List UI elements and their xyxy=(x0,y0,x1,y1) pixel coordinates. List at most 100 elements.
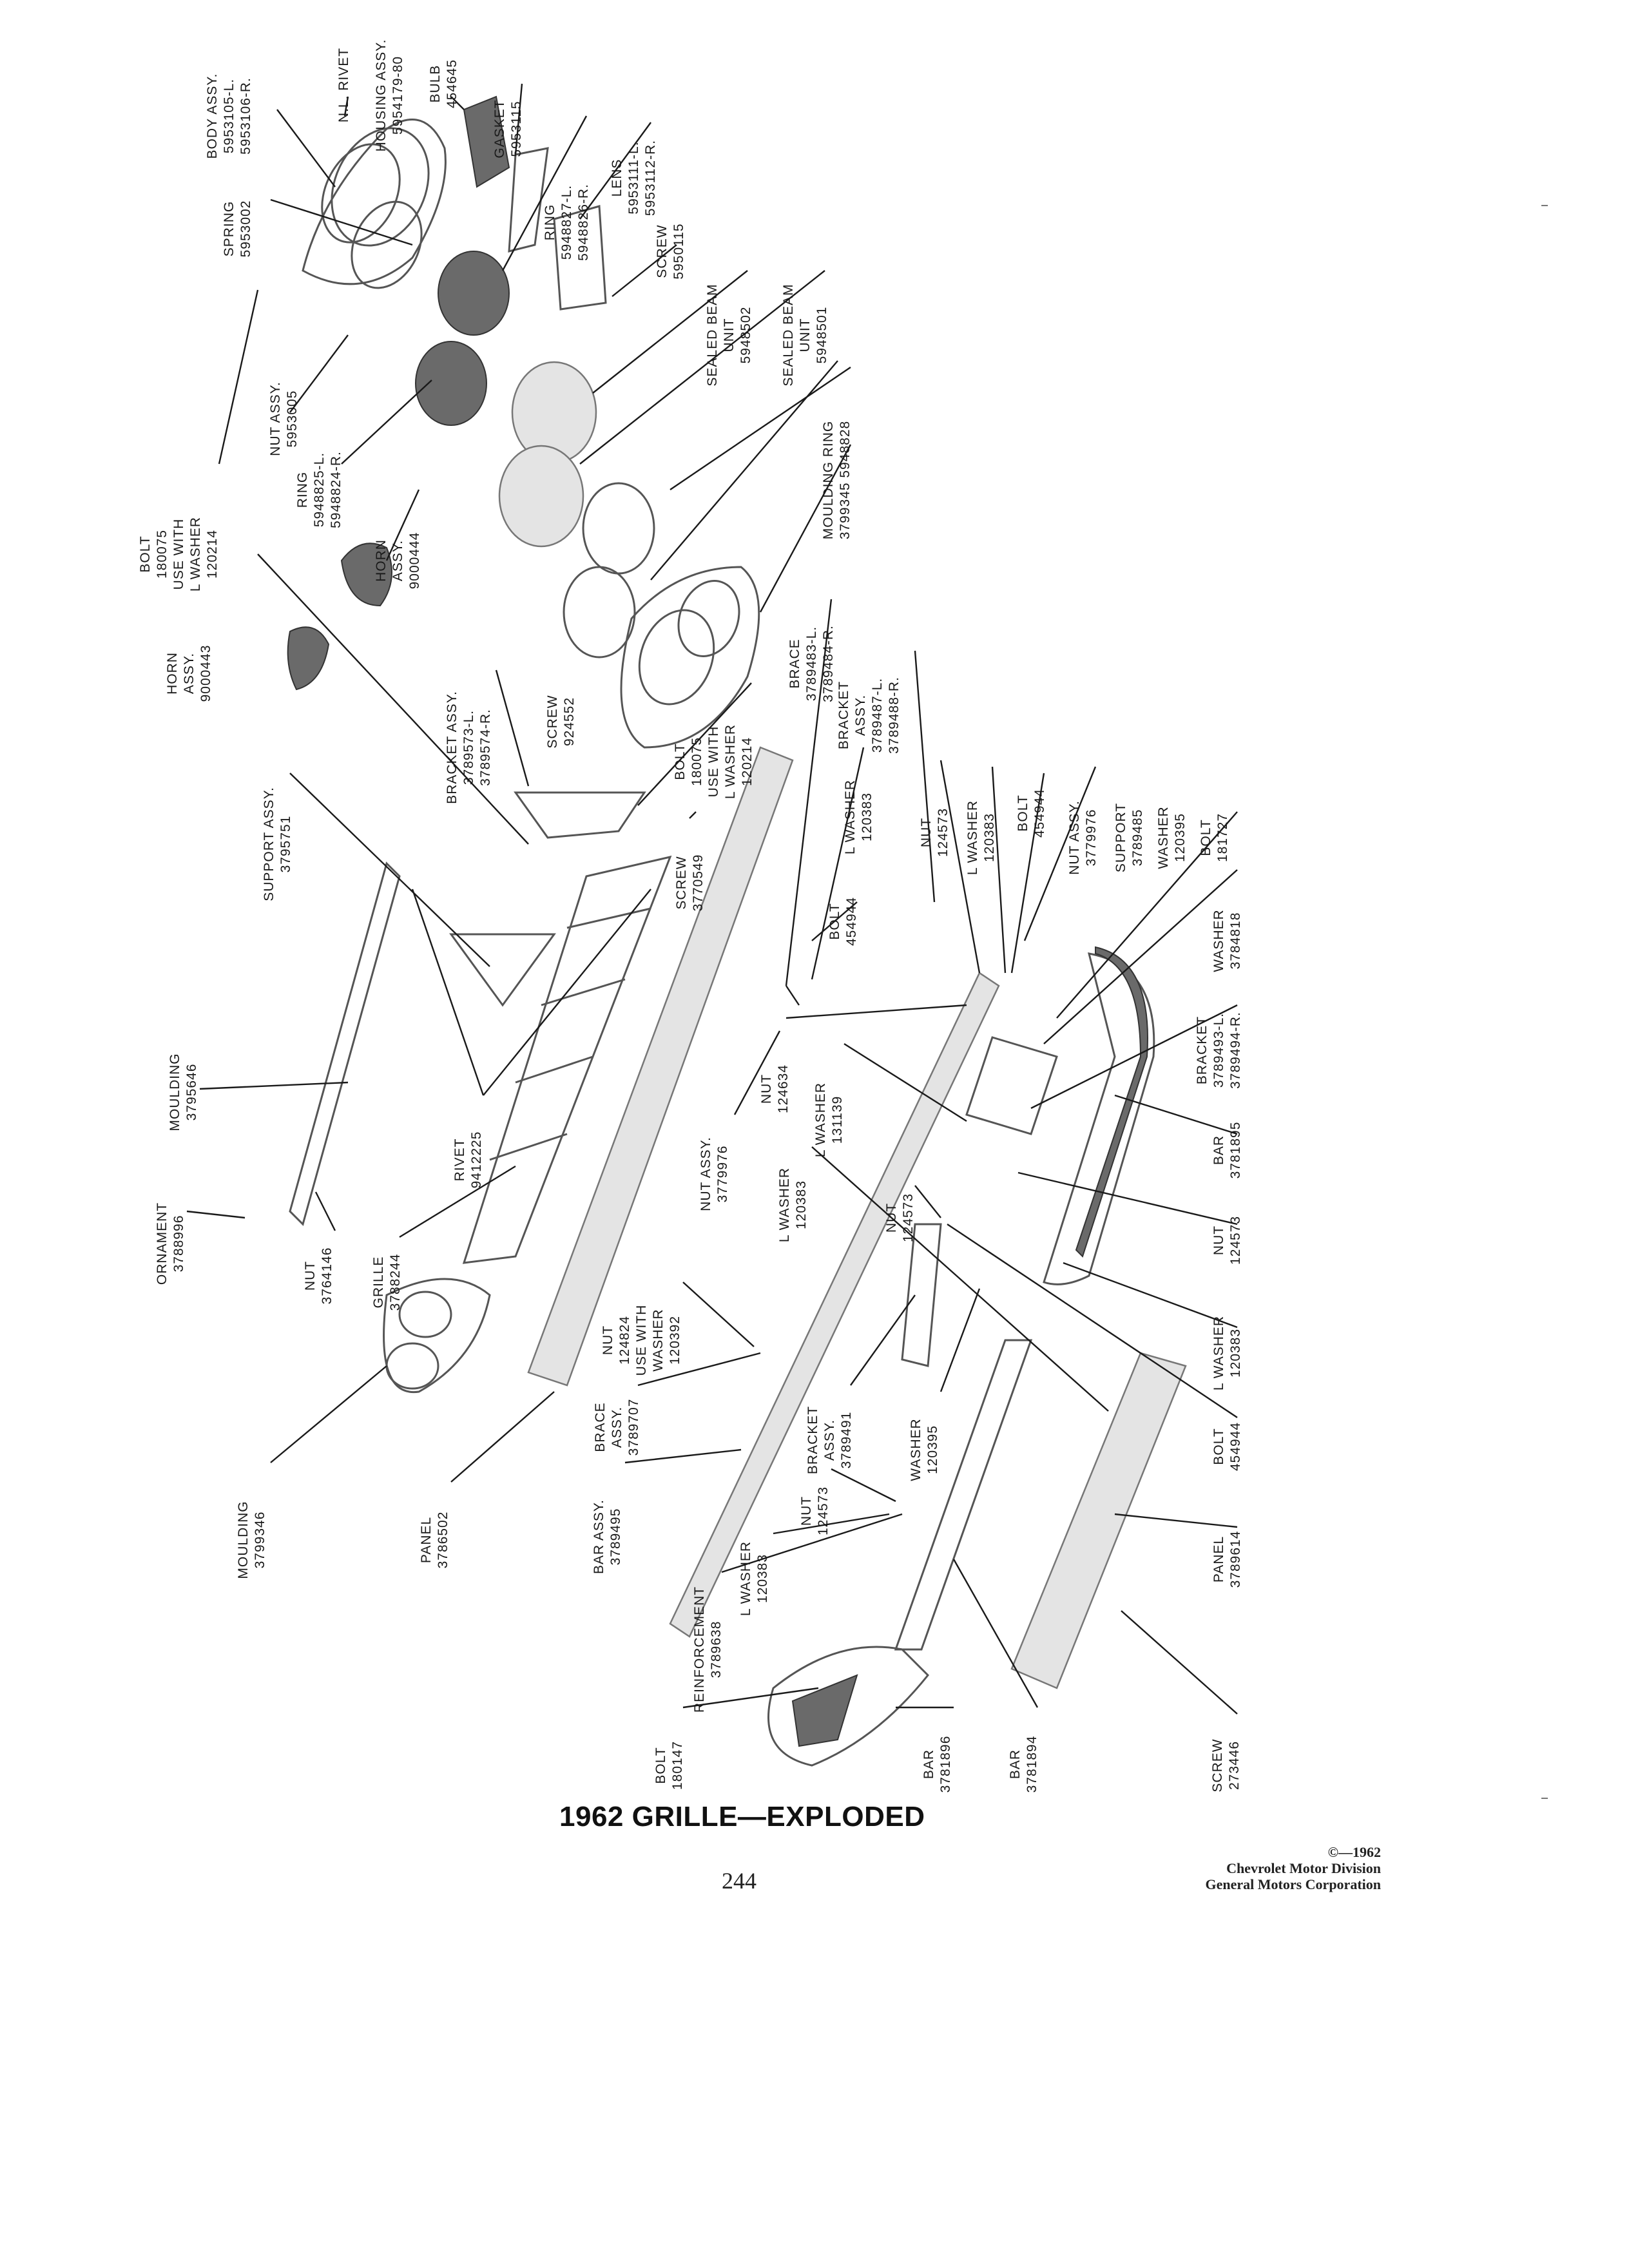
callout-label-line: USE WITH xyxy=(706,726,721,798)
callout-label-line: WASHER xyxy=(909,1418,923,1481)
callout-label-line: N.L. RIVET xyxy=(336,48,351,122)
callout-label-line: ASSY. xyxy=(853,695,868,736)
callout-label-line: 3789614 xyxy=(1228,1531,1243,1588)
callout-label-line: 120383 xyxy=(1228,1329,1243,1378)
moulding-ring-a-drawing xyxy=(582,482,655,575)
callout-label-line: BAR xyxy=(1211,1135,1226,1165)
callout-label-line: L WASHER xyxy=(1211,1316,1226,1390)
callout-label-line: 180075 xyxy=(155,530,169,579)
callout-label-line: BULB xyxy=(428,65,443,103)
callout-label-line: 5948827-L. xyxy=(559,185,574,260)
callout-label-line: 5954179-80 xyxy=(390,56,405,135)
callout-label-bracket-assy-3789573: BRACKET ASSY.3789573-L.3789574-R. xyxy=(445,691,493,804)
callout-label-line: 124634 xyxy=(776,1064,791,1113)
callout-label-line: L WASHER xyxy=(723,724,738,799)
callout-label-line: L WASHER xyxy=(813,1082,828,1157)
callout-label-line: 454944 xyxy=(1228,1422,1243,1471)
ring-upper-b-drawing xyxy=(415,341,487,426)
callout-label-line: SPRING xyxy=(222,201,236,257)
moulding-ring-b-drawing xyxy=(563,566,636,658)
callout-label-line: 3781896 xyxy=(938,1736,953,1793)
callout-label-line: 454944 xyxy=(1032,789,1047,838)
callout-label-line: 3799345 5948828 xyxy=(838,421,853,539)
callout-label-line: 3789484-R. xyxy=(821,625,836,702)
callout-label-line: PANEL xyxy=(1211,1536,1226,1582)
callout-label-line: 5953005 xyxy=(285,390,300,448)
support-assy-drawing xyxy=(449,933,556,1007)
callout-label-line: REINFORCEMENT xyxy=(692,1586,707,1713)
callout-label-line: 124573 xyxy=(816,1486,831,1535)
callout-label-line: ASSY. xyxy=(822,1419,837,1461)
callout-label-line: WASHER xyxy=(1211,909,1226,972)
callout-label-line: L WASHER xyxy=(965,800,980,875)
callout-label-line: L WASHER xyxy=(188,517,203,591)
callout-label-line: NUT xyxy=(919,818,934,847)
callout-label-line: 5950115 xyxy=(671,223,686,279)
callout-label-line: 3779976 xyxy=(1084,809,1099,867)
callout-label-line: 120214 xyxy=(740,737,755,786)
callout-label-line: BODY ASSY. xyxy=(205,73,220,159)
copyright-block: ©—1962 Chevrolet Motor Division General … xyxy=(1206,1844,1382,1892)
callout-label-line: 120383 xyxy=(982,813,997,862)
callout-label-body-assy: BODY ASSY.5953105-L.5953106-R. xyxy=(205,73,253,159)
callout-label-line: 3781894 xyxy=(1025,1736,1039,1793)
callout-label-line: 124573 xyxy=(936,808,950,857)
callout-label-line: 120383 xyxy=(755,1554,770,1603)
callout-label-line: 5948501 xyxy=(815,307,829,364)
callout-label-line: BRACKET xyxy=(805,1406,820,1474)
housing-assy-drawing xyxy=(463,95,549,253)
callout-label-line: RING xyxy=(295,472,310,508)
figure-caption: 1962 GRILLE—EXPLODED xyxy=(559,1801,925,1832)
callout-label-line: 3788996 xyxy=(171,1215,186,1273)
callout-label-line: UNIT xyxy=(798,318,813,352)
callout-label-line: ASSY. xyxy=(182,653,197,694)
callout-label-line: 5948825-L. xyxy=(312,452,327,527)
callout-label-line: 3799346 xyxy=(253,1512,267,1569)
lens-drawing xyxy=(553,205,607,311)
callout-label-line: BOLT xyxy=(827,903,842,939)
callout-label-line: 9000444 xyxy=(407,532,422,590)
lower-bar-drawing xyxy=(894,1339,1033,1651)
callout-label-support-assy-3795751: SUPPORT ASSY.3795751 xyxy=(262,787,293,901)
callout-label-line: 3788244 xyxy=(388,1254,403,1311)
callout-label-line: BAR ASSY. xyxy=(592,1499,606,1574)
center-bracket-drawing xyxy=(965,1036,1058,1135)
callout-label-line: 3789483-L. xyxy=(804,626,819,701)
callout-label-line: 5948502 xyxy=(738,307,753,364)
callout-label-line: NUT xyxy=(1211,1225,1226,1255)
callout-label-line: BRACKET ASSY. xyxy=(445,691,459,804)
callout-label-line: 3789494-R. xyxy=(1228,1012,1243,1089)
callout-label-line: BRACKET xyxy=(1195,1016,1210,1084)
callout-label-line: BOLT xyxy=(1211,1428,1226,1465)
copyright-line: General Motors Corporation xyxy=(1205,1876,1382,1892)
callout-label-line: WASHER xyxy=(651,1309,666,1371)
bracket-assy-drawing xyxy=(514,791,646,839)
lower-panel-drawing xyxy=(1010,1352,1187,1689)
copyright-line: ©—1962 xyxy=(1327,1844,1381,1860)
leader-lines xyxy=(186,83,1238,1715)
callout-label-line: 3789707 xyxy=(626,1399,641,1456)
callout-label-line: 3789573-L. xyxy=(461,710,476,785)
